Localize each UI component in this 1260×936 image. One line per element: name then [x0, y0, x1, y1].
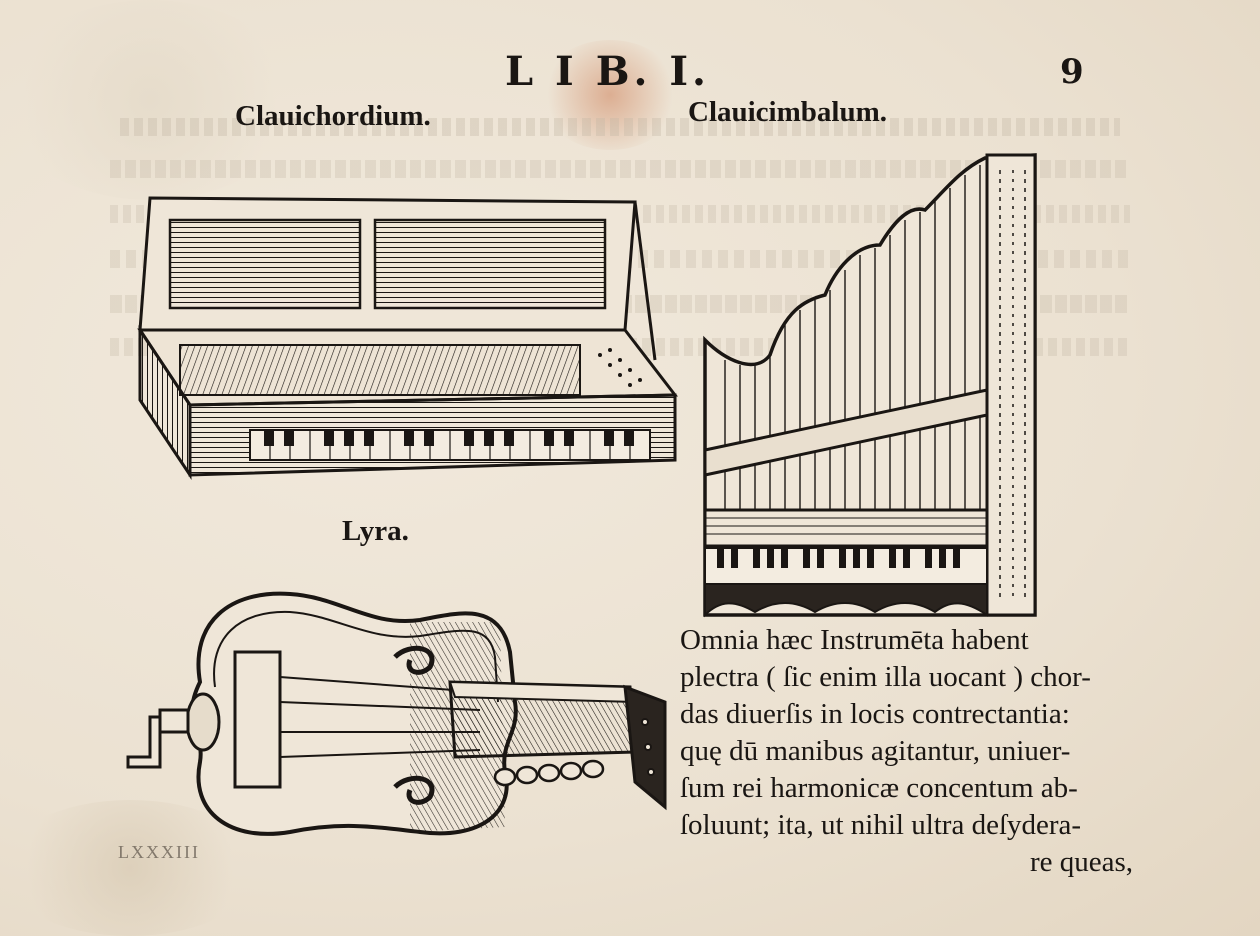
text-line: quę dū manibus agitantur, uniuer-: [680, 735, 1071, 767]
text-line: re queas,: [1030, 846, 1134, 878]
hurdy-gurdy-woodcut: [126, 591, 667, 836]
text-line: plectra ( ſic enim illa uocant ) chor-: [680, 661, 1091, 693]
paper-stain: [0, 0, 300, 200]
text-line: ſoluunt; ita, ut nihil ultra deſydera-: [680, 809, 1082, 841]
label-lyra: Lyra.: [342, 515, 409, 547]
clavichord-woodcut: [137, 196, 678, 480]
body-text: Omnia hæc Instrumēta habent plectra ( ſi…: [680, 622, 1150, 881]
label-clavicymbal: Clauicimbalum.: [688, 96, 887, 128]
signature-mark: LXXXIII: [118, 842, 200, 862]
running-head: L I B. I.: [505, 48, 710, 95]
folio-number: 9: [1060, 52, 1084, 92]
text-line: das diuerſis in locis contrectantia:: [680, 698, 1070, 730]
text-line: Omnia hæc Instrumēta habent: [680, 624, 1029, 656]
label-clavichord: Clauichordium.: [235, 100, 431, 132]
text-line: ſum rei harmonicæ concentum ab-: [680, 772, 1078, 804]
paper-stain: [540, 40, 680, 150]
paper-stain: [0, 800, 260, 936]
show-through-line: [110, 160, 1130, 178]
show-through-line: [120, 118, 1120, 136]
clavicymbal-woodcut: [703, 153, 1037, 618]
